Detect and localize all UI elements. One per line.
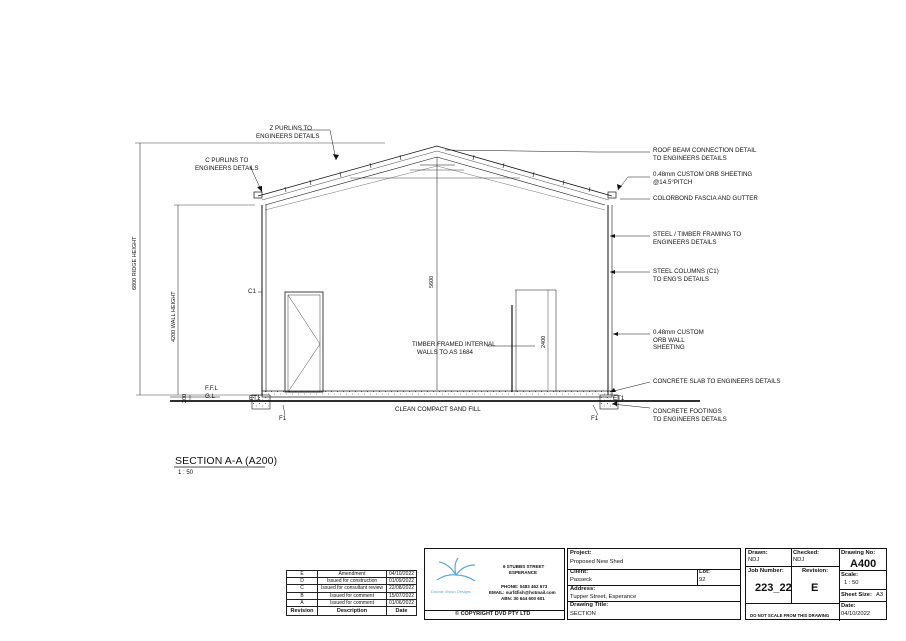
scale-value: 1 : 50 [844, 580, 859, 586]
lot-value: 92 [699, 577, 706, 583]
sheet-box: Drawn: NDJ Checked: NDJ Drawing No: A400… [745, 548, 887, 621]
table-row: D Issued for construction 01/09/2022 [286, 577, 418, 586]
gl-label: G.L [205, 393, 215, 400]
client-value: Passeck [570, 577, 592, 583]
framing-label: STEEL / TIMBER FRAMING TO ENGINEERS DETA… [653, 231, 742, 246]
company-address-1: 6 STUBBS STREET [503, 564, 545, 569]
table-row: E Amendment 04/10/2022 [286, 569, 418, 579]
f1-left-label: F1 [279, 415, 287, 422]
date-value: 04/10/2022 [841, 611, 871, 617]
fascia-label: COLORBOND FASCIA AND GUTTER [653, 195, 758, 202]
company-abn: ABN: 30 644 600 601 [501, 596, 545, 601]
et1-left-label: ET1 [249, 395, 261, 402]
ffl-label: F.F.L [205, 385, 219, 392]
job-number: 223_22 [755, 582, 792, 594]
company-box: Double Vision Designs 6 STUBBS STREET ES… [424, 548, 565, 620]
orb-wall-label: 0.48mm CUSTOM ORB WALL SHEETING [653, 329, 704, 351]
drawing-title-value: SECTION [570, 611, 596, 617]
et1-right-label: ET1 [613, 395, 625, 402]
c-purlins-label: C PURLINS TO ENGINEERS DETAILS [195, 157, 259, 172]
section-scale: 1 : 50 [178, 470, 194, 476]
revision-value: E [811, 582, 819, 594]
table-row: B Issued for comment 15/07/2022 [286, 591, 418, 600]
c1-label: C1 [248, 288, 256, 295]
sand-fill-label: CLEAN COMPACT SAND FILL [395, 406, 481, 413]
project-box: Project: Proposed New Shed Client: Passe… [567, 548, 741, 620]
small-dim: 200 [182, 393, 188, 403]
company-email: EMAIL: surf4fish@hotmail.com [489, 590, 556, 595]
section-title: SECTION A-A (A200) [175, 455, 278, 467]
f1-right-label: F1 [591, 415, 599, 422]
checked-value: NDJ [793, 557, 805, 563]
roof-beam-label: ROOF BEAM CONNECTION DETAIL TO ENGINEERS… [653, 147, 757, 162]
company-phone: PHONE: 0483 462 673 [501, 584, 548, 589]
table-header-row: Revision Description Date [286, 605, 418, 616]
copyright: © COPYRIGHT DVD PTY LTD [455, 611, 531, 617]
drawing-number: A400 [850, 558, 877, 570]
columns-label: STEEL COLUMNS (C1) TO ENG'S DETAILS [653, 268, 719, 283]
company-address-2: ESPERANCE [509, 570, 538, 575]
roof-outer-line [257, 145, 613, 197]
internal-height-dim: 5600 [429, 275, 435, 288]
project-value: Proposed New Shed [570, 559, 624, 565]
wall-height-dim: 4200 WALL HEIGHT [171, 291, 177, 342]
timber-walls-label: TIMBER FRAMED INTERNAL WALLS TO AS 1684 [412, 341, 496, 356]
ridge-height-dim: 6800 RIDGE HEIGHT [132, 236, 138, 291]
company-logo-icon [436, 557, 476, 582]
address-value: Tupper Street, Esperance [570, 594, 637, 600]
table-row: A Issued for comment 01/06/2022 [286, 598, 418, 607]
do-not-scale-note: DO NOT SCALE FROM THIS DRAWING [750, 613, 830, 618]
wall-dim: 2400 [541, 335, 547, 348]
footings-label: CONCRETE FOOTINGS TO ENGINEERS DETAILS [653, 408, 727, 423]
roof-inner-line [264, 156, 606, 206]
concrete-slab [261, 390, 613, 398]
company-name: Double Vision Designs [431, 589, 472, 594]
drawn-value: NDJ [748, 557, 760, 563]
slab-label: CONCRETE SLAB TO ENGINEERS DETAILS [653, 378, 781, 385]
door [284, 291, 324, 393]
sheet-size-value: A3 [876, 592, 884, 598]
table-row: C Issued for consultant review 22/08/202… [286, 584, 418, 593]
orb-roof-label: 0.48mm CUSTOM ORB SHEETING @14.5°PITCH [653, 171, 753, 186]
revision-table: E Amendment 04/10/2022 D Issued for cons… [286, 569, 418, 616]
z-purlins-label: Z PURLINS TO ENGINEERS DETAILS [256, 125, 320, 140]
